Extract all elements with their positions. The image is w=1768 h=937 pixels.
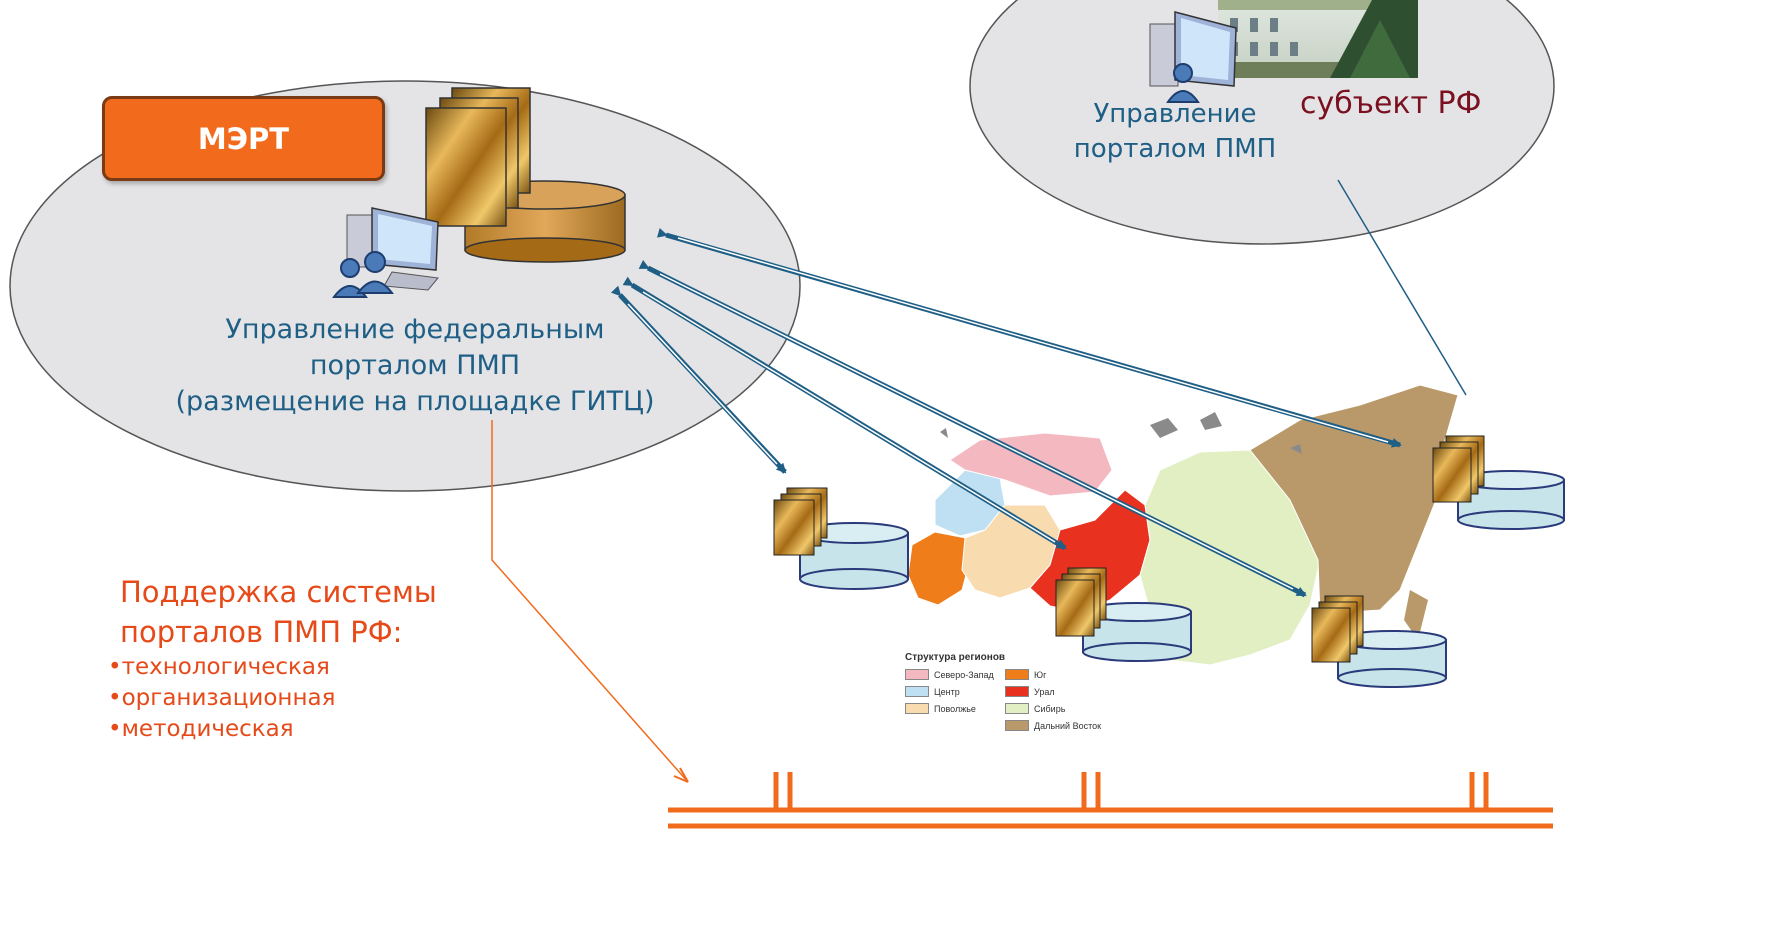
regional-db-siberia (1311, 595, 1447, 688)
building-photo (1218, 0, 1418, 78)
legend-item: Северо-Запад (905, 669, 1005, 680)
federal-caption-line: (размещение на площадке ГИТЦ) (175, 386, 655, 417)
mert-label-box: МЭРТ (102, 96, 385, 181)
legend-title: Структура регионов (905, 652, 1006, 663)
legend-swatch (905, 703, 929, 714)
legend-item: Дальний Восток (1005, 720, 1105, 731)
regional-link-line (1337, 179, 1467, 396)
legend-item: Юг (1005, 669, 1105, 680)
map-legend: Структура регионов Северо-Запад Юг Центр… (905, 652, 1105, 734)
regional-db-ural (1055, 567, 1192, 662)
legend-label: Юг (1034, 669, 1047, 680)
mert-label: МЭРТ (197, 121, 290, 156)
legend-swatch (905, 669, 929, 680)
legend-label: Дальний Восток (1034, 720, 1102, 731)
legend-item: Сибирь (1005, 703, 1105, 714)
legend-swatch (1005, 686, 1029, 697)
support-item: •технологическая (108, 654, 330, 680)
support-heading-line: порталов ПМП РФ: (120, 615, 403, 649)
legend-swatch (1005, 669, 1029, 680)
legend-label: Поволжье (934, 703, 976, 714)
legend-item: Урал (1005, 686, 1105, 697)
legend-swatch (1005, 720, 1029, 731)
support-item: •организационная (108, 685, 336, 711)
regional-db-far-east (1432, 435, 1565, 530)
legend-item: Поволжье (905, 703, 1005, 714)
subject-label: субъект РФ (1300, 86, 1482, 121)
legend-label: Центр (934, 686, 960, 697)
legend-swatch (905, 686, 929, 697)
regional-caption-line: порталом ПМП (1073, 134, 1277, 164)
regional-db-west (773, 487, 909, 590)
federal-caption-line: Управление федеральным (225, 314, 605, 345)
federal-workstation-icon (332, 207, 439, 298)
legend-label: Сибирь (1034, 703, 1066, 714)
regional-caption-line: Управление (1093, 99, 1257, 129)
support-link (491, 420, 689, 783)
support-bus (668, 772, 1553, 829)
legend-label: Северо-Запад (934, 669, 994, 680)
map-region-south (907, 531, 971, 606)
legend-swatch (1005, 703, 1029, 714)
legend-item: Центр (905, 686, 1005, 697)
regional-portal-caption: Управление порталом ПМП (1045, 97, 1305, 167)
regional-workstation-icon (1149, 11, 1237, 103)
federal-caption-line: порталом ПМП (309, 350, 521, 381)
federal-portal-caption: Управление федеральным порталом ПМП (раз… (160, 312, 670, 420)
support-block: Поддержка системы порталов ПМП РФ: •техн… (108, 572, 437, 745)
support-heading-line: Поддержка системы (120, 575, 437, 609)
federal-database-icon (425, 87, 626, 263)
legend-label: Урал (1034, 686, 1055, 697)
support-item: •методическая (108, 716, 294, 742)
